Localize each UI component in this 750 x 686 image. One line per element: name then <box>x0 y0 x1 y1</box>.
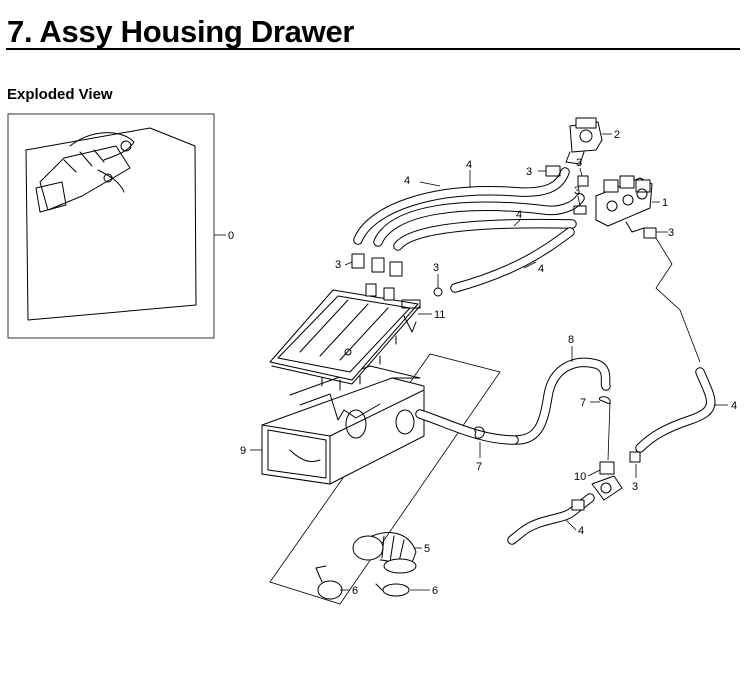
water-valve-main <box>595 175 653 233</box>
callout-11: 11 <box>434 309 445 321</box>
callout-3-d: 3 <box>576 157 582 169</box>
callout-6-b: 6 <box>432 585 438 597</box>
drawer-housing <box>261 365 425 485</box>
right-inlet-hose <box>635 367 716 453</box>
callout-4-a: 4 <box>404 175 410 187</box>
housing-cover <box>269 289 421 391</box>
callout-7-b: 7 <box>580 397 586 409</box>
callout-6-a: 6 <box>352 585 358 597</box>
callout-4-f: 4 <box>578 525 584 537</box>
callout-8: 8 <box>568 334 574 346</box>
assembly-thumbnail <box>7 113 215 339</box>
callout-7-a: 7 <box>476 461 482 473</box>
callout-10: 10 <box>574 471 586 483</box>
callout-4-d: 4 <box>538 263 544 275</box>
upper-hoses <box>353 167 585 293</box>
callout-9: 9 <box>240 445 246 457</box>
callout-3-e: 3 <box>574 185 580 197</box>
callout-3-c: 3 <box>526 166 532 178</box>
page-title: 7. Assy Housing Drawer <box>7 14 355 49</box>
callout-5: 5 <box>424 543 430 555</box>
bellows <box>352 532 417 574</box>
section-heading: Exploded View <box>7 86 113 103</box>
callout-0: 0 <box>228 230 234 242</box>
callout-2: 2 <box>614 129 620 141</box>
callout-3-f: 3 <box>668 227 674 239</box>
callout-3-b: 3 <box>433 262 439 274</box>
hose-clamps <box>474 396 611 461</box>
water-valve-single <box>565 117 603 165</box>
callout-4-b: 4 <box>466 159 472 171</box>
callout-4-c: 4 <box>516 209 522 221</box>
title-rule <box>6 48 740 50</box>
lower-drain-hose <box>507 493 595 545</box>
callout-3-a: 3 <box>335 259 341 271</box>
connector <box>591 461 623 501</box>
callout-1: 1 <box>662 197 668 209</box>
inlet-clamps <box>351 253 443 309</box>
callout-3-g: 3 <box>632 481 638 493</box>
callout-4-e: 4 <box>731 400 737 412</box>
drain-hose <box>415 357 611 445</box>
